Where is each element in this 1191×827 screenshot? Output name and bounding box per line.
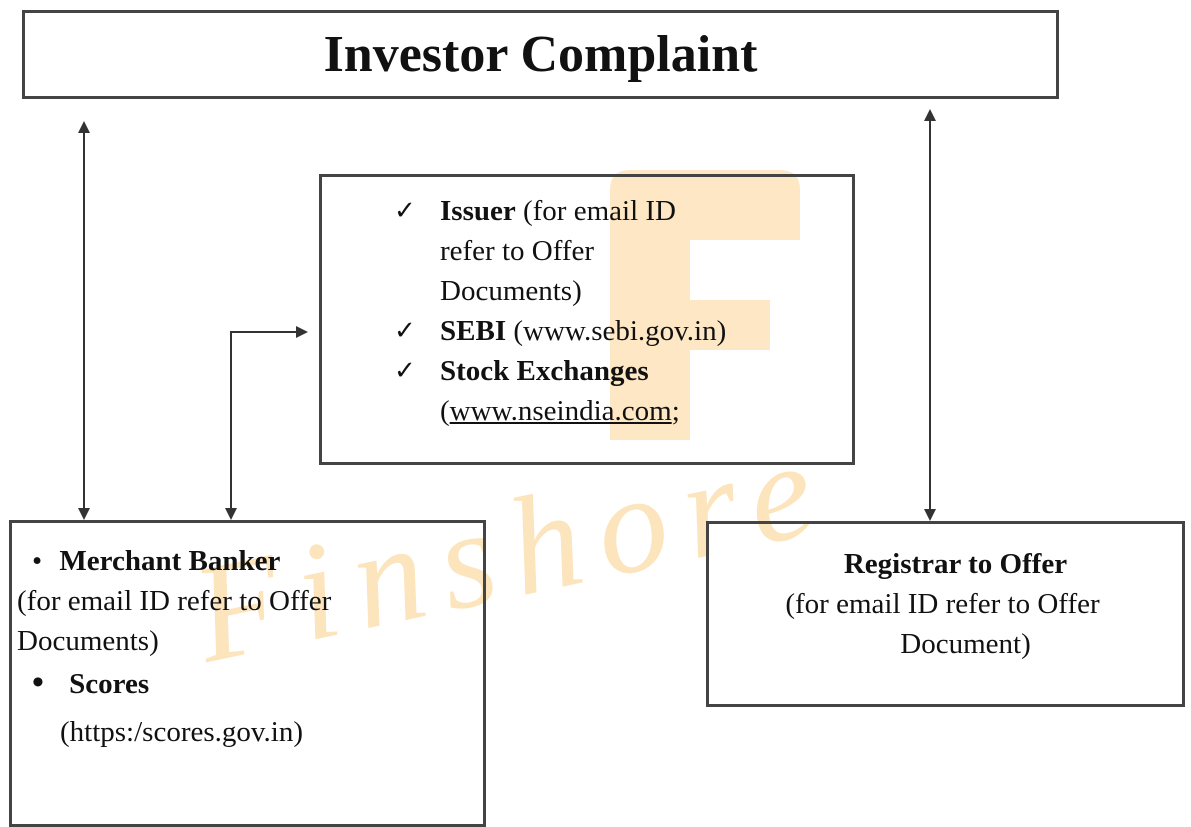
scores-label: Scores [69, 668, 150, 700]
channel-name: Stock Exchanges [440, 355, 649, 387]
channel-item-line: Documents) [440, 271, 834, 311]
watermark-shape [610, 170, 800, 440]
registrar-note-line2: Document) [900, 628, 1031, 660]
registrar-note-line1: (for email ID refer to Offer [785, 588, 1100, 620]
investor-complaint-box: Investor Complaint [22, 10, 1059, 99]
elbow-arrow [225, 326, 308, 520]
channel-item-line: Issuer (for email ID [440, 191, 834, 231]
scores-url: (https:/scores.gov.in) [60, 716, 303, 748]
channel-item-line: refer to Offer [440, 231, 834, 271]
bullet-icon: • [32, 545, 43, 577]
channel-item-line: (www.nseindia.com; [440, 391, 834, 431]
registrar-content: Registrar to Offer (for email ID refer t… [709, 544, 1182, 664]
channel-note: refer to Offer [440, 235, 595, 267]
checkmark-icon: ✓ [394, 316, 416, 346]
bullet-icon: • [32, 664, 44, 701]
channel-item: ✓ Stock Exchanges (www.nseindia.com; [394, 351, 834, 431]
merchant-banker-note-line1: (for email ID refer to Offer [17, 585, 332, 617]
scores-line: • Scores [32, 663, 482, 704]
channel-note: Documents) [440, 275, 582, 307]
channel-item-line: SEBI (www.sebi.gov.in) [440, 311, 834, 351]
channel-item-line: Stock Exchanges [440, 351, 834, 391]
checkmark-icon: ✓ [394, 196, 416, 226]
merchant-banker-note-line2: Documents) [17, 625, 159, 657]
channel-note: ; [671, 395, 680, 427]
merchant-banker-line: • Merchant Banker [32, 541, 482, 581]
channel-note: (for email ID [515, 195, 676, 227]
merchant-banker-label: Merchant Banker [59, 545, 281, 577]
channel-name: SEBI [440, 315, 507, 347]
registrar-box: Registrar to Offer (for email ID refer t… [706, 521, 1185, 707]
channel-note: (www.sebi.gov.in) [506, 315, 727, 347]
link-text: www.nseindia.com [449, 395, 672, 427]
merchant-banker-content: • Merchant Banker (for email ID refer to… [17, 541, 482, 752]
registrar-label: Registrar to Offer [843, 548, 1068, 580]
merchant-banker-box: • Merchant Banker (for email ID refer to… [9, 520, 486, 827]
checkmark-icon: ✓ [394, 356, 416, 386]
channel-item: ✓ SEBI (www.sebi.gov.in) [394, 311, 834, 351]
channel-name: Issuer [440, 195, 516, 227]
diagram-title: Investor Complaint [323, 25, 758, 83]
channel-note: ( [440, 395, 450, 427]
